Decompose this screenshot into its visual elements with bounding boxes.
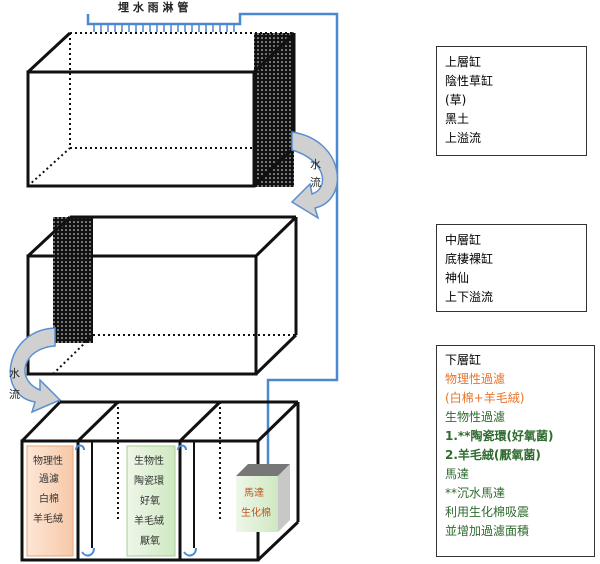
pump-label-2: 生化棉 [241, 506, 271, 519]
lower-bio-item-2: 2.羊毛絨(厭氧菌) [445, 448, 541, 462]
physical-label-3: 白棉 [39, 492, 59, 505]
pump-label-1: 馬達 [244, 487, 264, 499]
lower-pump-note-2: 並增加過濾面積 [445, 524, 530, 538]
middle-tank-line: 神仙 [445, 271, 470, 285]
lower-pump-note-1: 利用生化棉吸震 [445, 505, 530, 519]
middle-tank-line: 底棲裸缸 [445, 252, 494, 266]
bio-label-2: 陶瓷環 [134, 474, 164, 487]
upper-tank-line: (草) [445, 93, 467, 107]
flow-arrow-mid [9, 327, 62, 414]
middle-black-soil [53, 217, 93, 343]
lower-bio-item-1: 1.**陶瓷環(好氧菌) [445, 429, 554, 443]
lower-bio-title: 生物性過濾 [445, 410, 506, 424]
middle-tank-description: 中層缸 底棲裸缸 神仙 上下溢流 [436, 224, 587, 312]
bio-label-1: 生物性 [134, 454, 164, 467]
upper-tank-line: 黑土 [445, 112, 470, 126]
lower-pump-detail: **沉水馬達 [445, 486, 506, 500]
pipe-label: 埋 水 雨 淋 管 [118, 0, 188, 14]
lower-tank-description: 下層缸 物理性過濾 (白棉+羊毛絨) 生物性過濾 1.**陶瓷環(好氧菌) 2.… [436, 345, 595, 557]
physical-filter-panel [26, 445, 74, 557]
flow-arrow-top [290, 131, 338, 220]
upper-tank-line: 上層缸 [445, 55, 482, 69]
bio-filter-panel [126, 445, 176, 557]
middle-tank [26, 215, 298, 376]
flow-label-mid-1: 水 [9, 367, 20, 380]
bottom-tank [20, 400, 300, 562]
upper-tank-line: 陰性草缸 [445, 74, 494, 88]
bio-label-4: 羊毛絨 [134, 514, 164, 527]
lower-physical-detail: (白棉+羊毛絨) [445, 391, 525, 405]
bio-label-3: 好氧 [140, 494, 160, 507]
lower-physical-title: 物理性過濾 [445, 372, 506, 386]
flow-label-mid-2: 流 [9, 387, 20, 401]
upper-tank-description: 上層缸 陰性草缸 (草) 黑土 上溢流 [436, 46, 587, 156]
physical-label-2: 過濾 [39, 472, 59, 485]
physical-label-4: 羊毛絨 [33, 512, 63, 525]
lower-tank-title: 下層缸 [445, 353, 482, 367]
middle-tank-line: 中層缸 [445, 233, 482, 247]
top-black-soil [254, 33, 294, 187]
flow-label-top-2: 流 [310, 175, 321, 189]
middle-tank-line: 上下溢流 [445, 290, 494, 304]
pump-block [236, 464, 290, 532]
top-tank [26, 31, 296, 188]
lower-pump-title: 馬達 [445, 467, 470, 481]
upper-tank-line: 上溢流 [445, 131, 482, 145]
flow-label-top-1: 水 [310, 158, 321, 171]
overflow-hooks [75, 444, 197, 557]
bio-label-5: 厭氧 [140, 534, 160, 547]
rain-pipe [86, 12, 339, 468]
pipe-drips [93, 24, 235, 32]
physical-label-1: 物理性 [33, 454, 63, 467]
